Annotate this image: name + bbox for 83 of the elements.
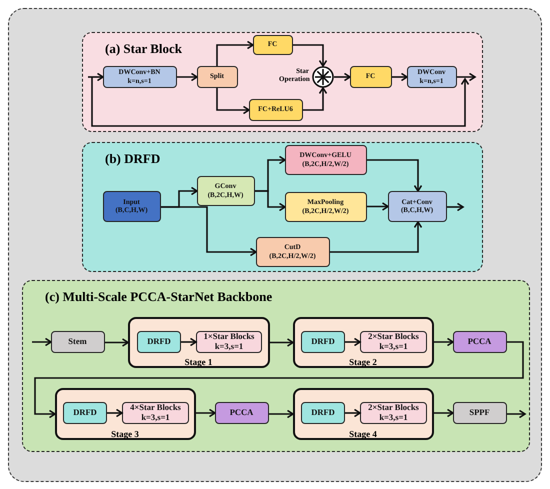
process-box (248, 98, 302, 120)
parameter-text: k=3,s=1 (141, 413, 170, 423)
process-box (284, 144, 366, 174)
arrow (303, 87, 328, 111)
stage-box (54, 388, 196, 440)
process-box (388, 190, 446, 222)
process-box (284, 192, 366, 222)
arrow (32, 338, 52, 346)
box-label: SPPF (469, 408, 490, 418)
process-box (350, 66, 392, 88)
arrow (270, 338, 294, 347)
arrow (269, 410, 294, 418)
process-box (102, 66, 176, 88)
process-box (196, 331, 262, 353)
arrow (196, 408, 216, 418)
arrow (34, 341, 524, 418)
parameter-text: k=3,s=1 (214, 342, 244, 352)
process-box (406, 66, 456, 88)
box-label: 4×Star Blocks (130, 403, 181, 413)
star-operator-circle (312, 66, 334, 88)
arrow (293, 44, 328, 67)
dashed-panel (82, 32, 483, 132)
arrow (507, 410, 526, 418)
process-box (252, 34, 292, 54)
parameter-text: k=3,s=1 (379, 342, 408, 352)
stage-label: Stage 3 (110, 428, 140, 438)
arrow (434, 408, 454, 418)
arrow (88, 72, 104, 82)
box-label: 2×Star Blocks (368, 403, 419, 413)
box-label: PCCA (230, 408, 254, 418)
arrow (457, 72, 476, 82)
panel-title: (a) Star Block (105, 41, 182, 57)
process-box (301, 331, 345, 353)
box-label: DRFD (73, 408, 97, 418)
arrow (330, 221, 422, 253)
arrow (107, 408, 123, 418)
stage-box (292, 316, 434, 368)
process-box (63, 402, 107, 424)
process-box (196, 66, 238, 88)
process-box (301, 402, 345, 424)
box-label: PCCA (468, 336, 492, 346)
box-label: 1×Star Blocks (204, 332, 254, 342)
arrow (216, 88, 250, 114)
process-box (102, 190, 160, 222)
box-label: 2×Star Blocks (368, 332, 419, 342)
dashed-panel (22, 280, 530, 452)
process-box (196, 176, 254, 206)
panel-title: (c) Multi-Scale PCCA-StarNet Backbone (45, 289, 272, 305)
stage-label: Stage 2 (348, 356, 378, 366)
panel-title: (b) DRFD (105, 151, 160, 167)
arrow (447, 202, 464, 212)
parameter-text: k=3,s=1 (379, 413, 408, 423)
process-box (50, 330, 104, 352)
stage-label: Stage 1 (184, 356, 214, 366)
box-label: DRFD (147, 337, 171, 347)
process-box (452, 330, 506, 352)
stage-box (292, 388, 434, 440)
process-box (360, 331, 427, 353)
arrow (181, 338, 197, 346)
process-box (137, 331, 181, 353)
box-label: DRFD (311, 408, 335, 418)
process-box (214, 402, 268, 424)
arrow (216, 40, 254, 66)
arrow (161, 206, 257, 256)
arrow (345, 338, 361, 346)
arrow (177, 72, 198, 82)
stage-box (128, 316, 270, 368)
process-box (122, 402, 189, 424)
process-box (452, 402, 506, 424)
arrow (367, 202, 389, 211)
arrow (334, 72, 351, 82)
box-label: DRFD (311, 337, 335, 347)
arrow (392, 72, 408, 82)
box-label: Stem (68, 336, 87, 346)
process-box (360, 402, 427, 424)
arrow (345, 408, 361, 418)
stage-label: Stage 4 (348, 428, 378, 438)
dashed-panel (82, 142, 483, 272)
arrow (367, 159, 422, 192)
process-box (256, 236, 330, 266)
arrow (434, 338, 454, 346)
arrow (255, 190, 286, 212)
arrow (105, 338, 129, 347)
